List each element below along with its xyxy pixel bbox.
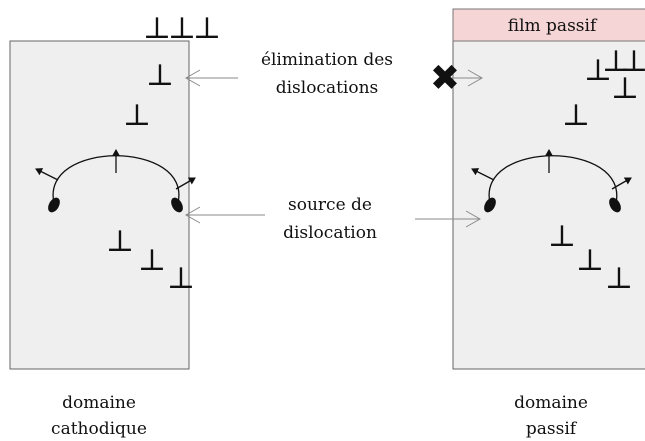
dislocation: ⊥ (146, 58, 174, 93)
passive-film: film passif (452, 8, 645, 42)
cathodic-caption-line2: cathodique (51, 419, 147, 439)
dislocation: ⊥ (602, 44, 630, 79)
source-label-line2: dislocation (283, 223, 377, 243)
cathodic-caption-line1: domaine (62, 393, 136, 413)
dislocation: ⊥ (548, 219, 576, 254)
dislocation-source-left (35, 149, 196, 213)
surface-dislocation: ⊥ (193, 11, 221, 46)
source-pointer-left (184, 206, 265, 224)
elimination-label-line1: élimination des (261, 50, 393, 70)
passive-caption-line2: passif (526, 419, 578, 439)
cathodic-domain-box (9, 40, 190, 370)
dislocation: ⊥ (138, 243, 166, 278)
passive-caption-line1: domaine (514, 393, 588, 413)
elimination-pointer-left (184, 69, 238, 87)
elimination-label-line2: dislocations (276, 78, 379, 98)
dislocation: ⊥ (605, 261, 633, 296)
dislocation-source-right (471, 149, 632, 213)
dislocation: ⊥ (106, 224, 134, 259)
passive-film-label: film passif (508, 16, 598, 36)
surface-dislocation: ⊥ (143, 11, 171, 46)
source-label-line1: source de (288, 195, 372, 215)
dislocation: ⊥ (584, 53, 612, 88)
dislocation: ⊥ (123, 98, 151, 133)
dislocation: ⊥ (167, 261, 195, 296)
dislocation: ⊥ (562, 98, 590, 133)
dislocation: ⊥ (611, 71, 639, 106)
source-pointer-right (415, 210, 482, 228)
dislocation: ⊥ (620, 44, 645, 79)
dislocation: ⊥ (576, 243, 604, 278)
blocked-cross-icon: ✖ (430, 58, 460, 99)
surface-dislocation: ⊥ (168, 11, 196, 46)
elimination-pointer-right (445, 69, 484, 87)
